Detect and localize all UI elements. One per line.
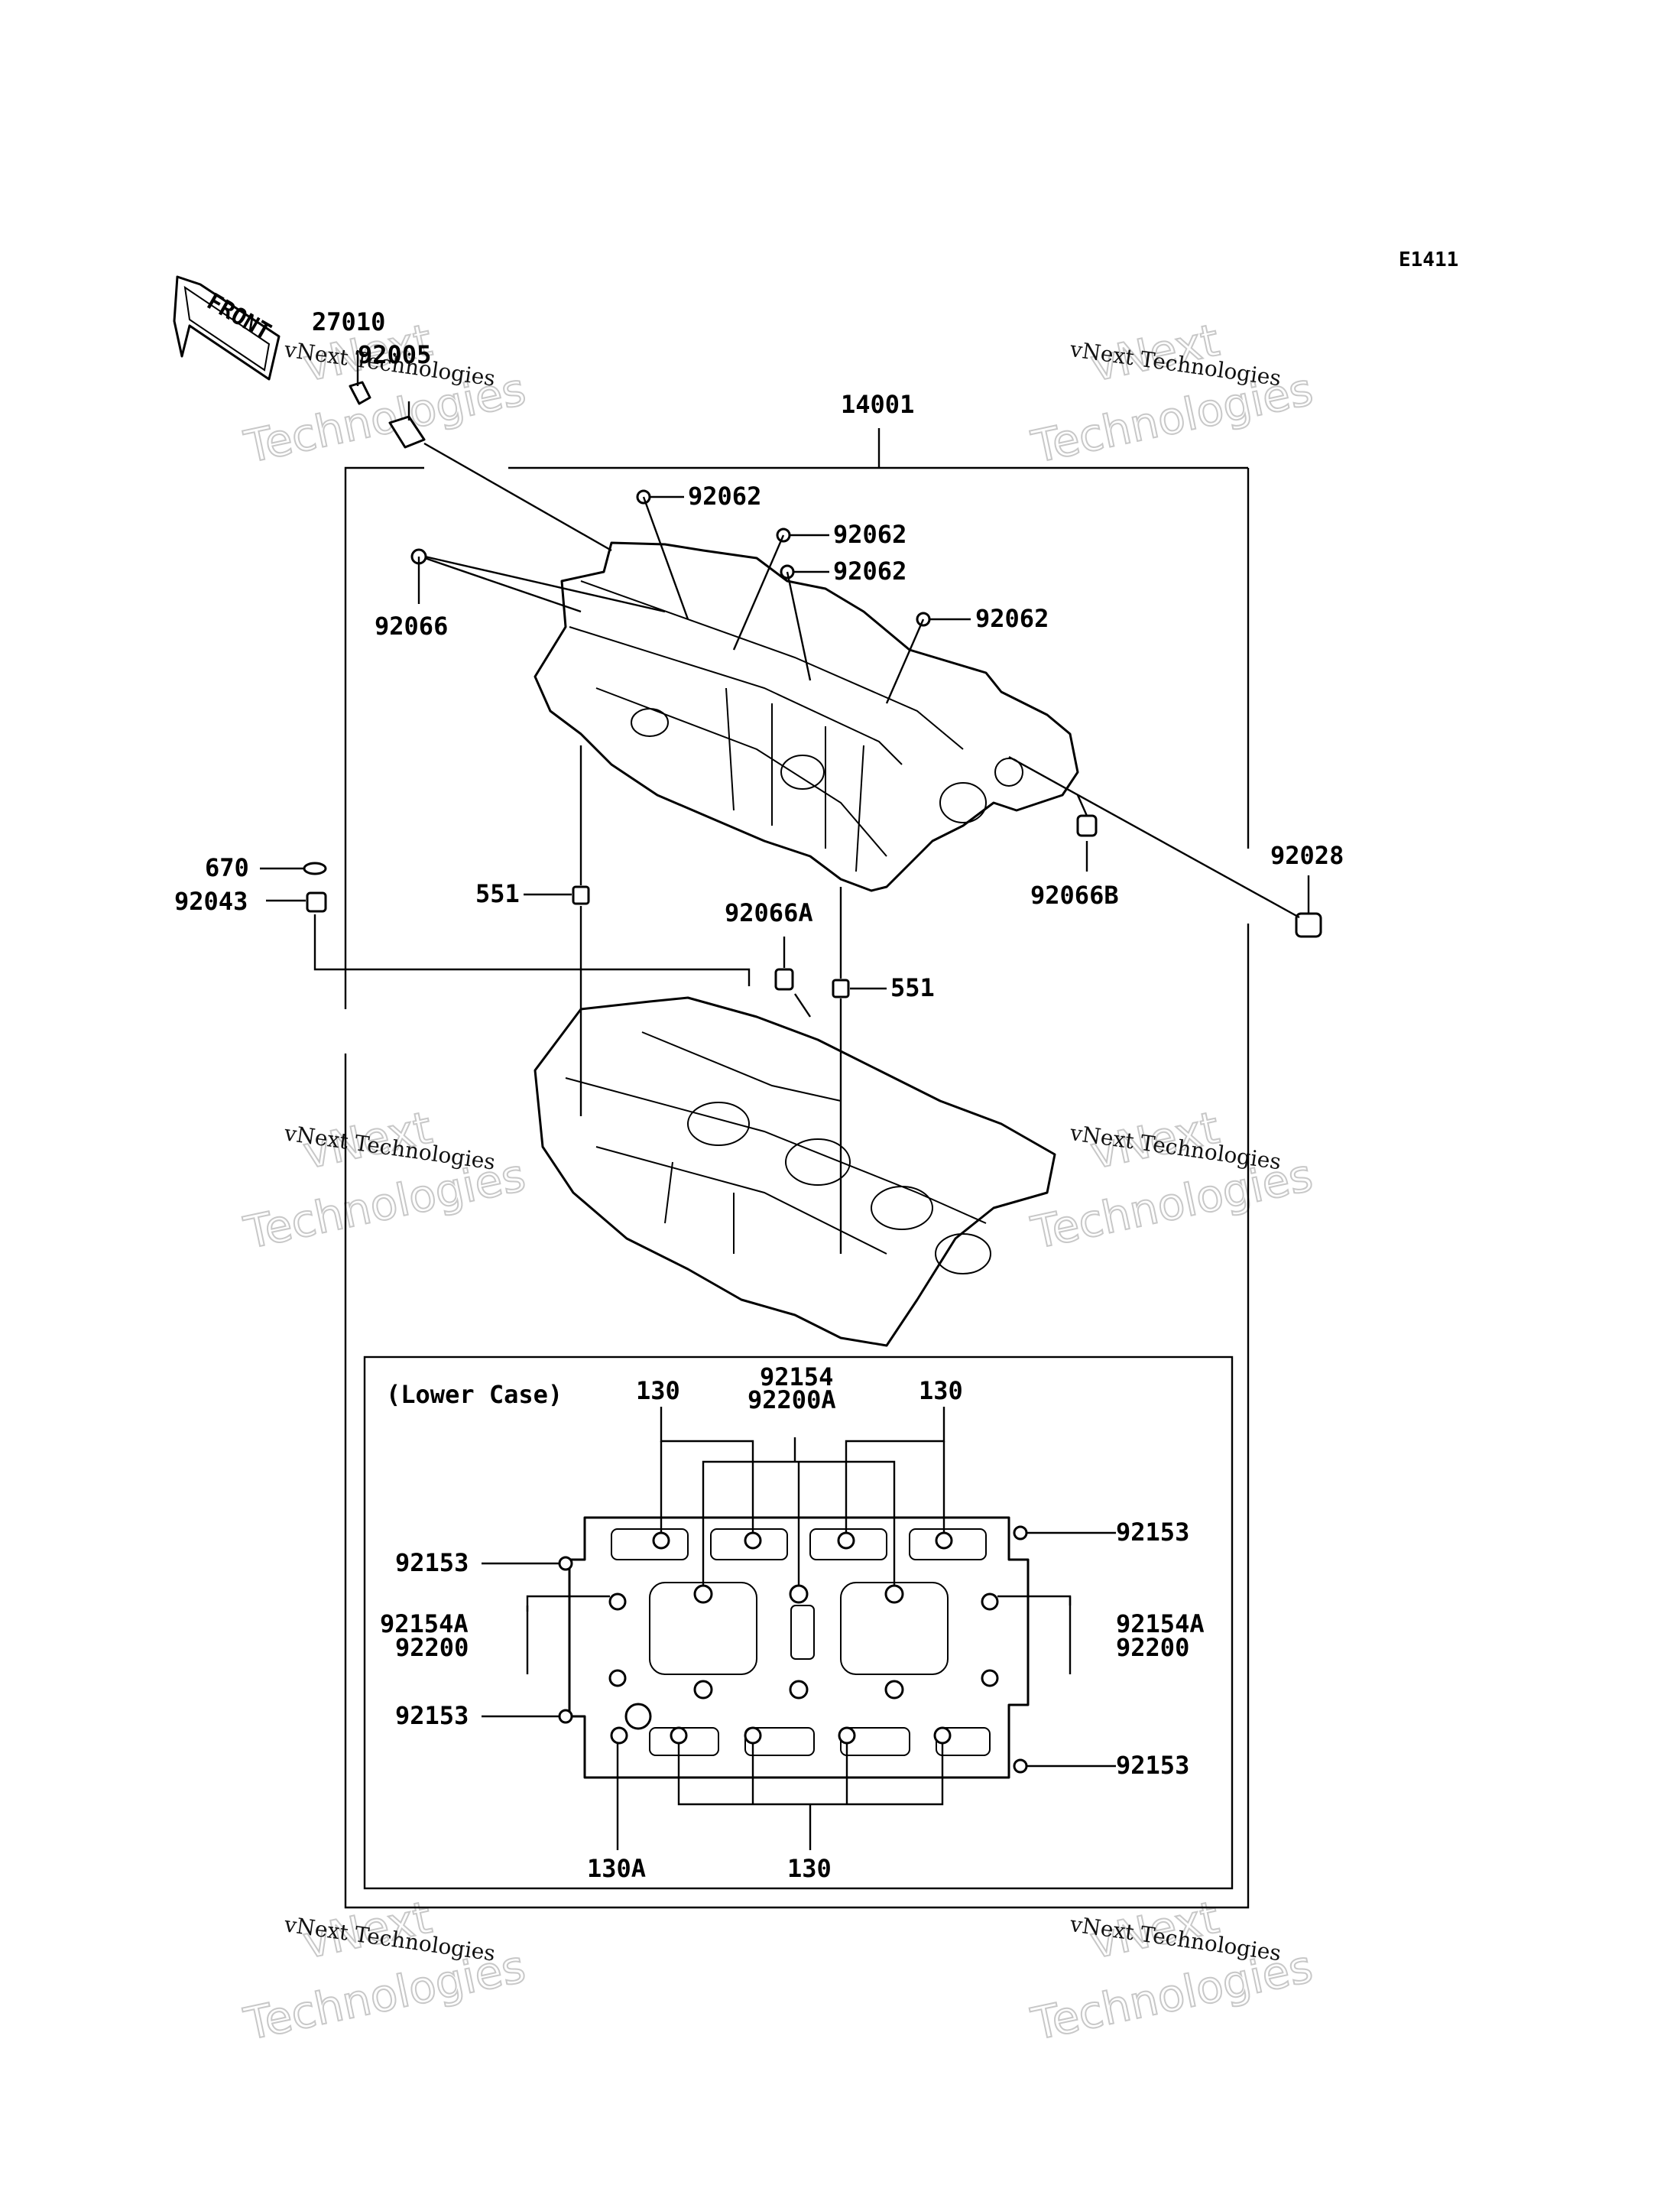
watermark-mid-left: Technologies vNext vNext Technologies	[238, 1101, 530, 1260]
label-92028: 92028	[1270, 841, 1344, 870]
label-lc-92154A-left: 92154A	[380, 1609, 469, 1638]
label-lc-92200-left: 92200	[395, 1633, 469, 1662]
part-551-a-icon	[572, 885, 590, 905]
part-670-icon	[303, 862, 327, 875]
label-lc-92154A-right: 92154A	[1116, 1609, 1205, 1638]
part-92066A-icon	[774, 968, 794, 991]
label-lc-92153-left-top: 92153	[395, 1548, 469, 1577]
upper-crankcase	[534, 541, 1079, 892]
assembly-bracket	[344, 428, 1250, 1909]
diagram-code: E1411	[1399, 248, 1458, 271]
lower-case-leaders	[482, 1407, 1116, 1850]
part-92005-icon	[388, 415, 426, 449]
watermark-top-right: Technologies vNext vNext Technologies	[1026, 313, 1318, 474]
label-670: 670	[205, 853, 249, 882]
label-92066B: 92066B	[1030, 881, 1119, 910]
label-lc-92200-right: 92200	[1116, 1633, 1189, 1662]
front-arrow-icon: FRONT	[173, 275, 281, 381]
label-lc-92200A: 92200A	[748, 1385, 836, 1414]
label-92062-c: 92062	[833, 557, 906, 586]
label-lc-92153-right-bottom: 92153	[1116, 1751, 1189, 1780]
lower-case-inset: (Lower Case)	[363, 1355, 1234, 1890]
label-92062-d: 92062	[975, 604, 1049, 633]
label-92066A: 92066A	[725, 898, 813, 927]
label-92066: 92066	[375, 612, 448, 641]
label-92062-a: 92062	[688, 482, 761, 511]
label-lc-130-bottom: 130	[787, 1854, 832, 1883]
label-lc-92153-right-top: 92153	[1116, 1518, 1189, 1547]
label-92062-b: 92062	[833, 520, 906, 549]
part-92043-icon	[306, 891, 327, 913]
label-lc-130-top-right: 130	[919, 1376, 963, 1405]
watermark-mid-right: Technologies vNext vNext Technologies	[1026, 1101, 1318, 1260]
watermark-top-left: Technologies vNext vNext Technologies	[239, 313, 531, 474]
label-27010: 27010	[312, 307, 385, 336]
lower-case-labels: 130 92154 92200A 130 92153 92154A 92200 …	[380, 1362, 1205, 1883]
label-lc-130-top-left: 130	[636, 1376, 680, 1405]
leader-lines	[260, 350, 1310, 1254]
label-92005: 92005	[358, 340, 431, 369]
lower-crankcase	[534, 996, 1056, 1347]
lower-case-bolts	[558, 1525, 1028, 1774]
label-lc-92154: 92154	[760, 1362, 833, 1391]
label-551-a: 551	[475, 879, 520, 908]
part-551-b-icon	[832, 979, 850, 998]
part-labels: 27010 92005 14001 92062 92062 92062 9206…	[174, 307, 1344, 1002]
label-551-b: 551	[890, 973, 935, 1002]
lower-case-outline	[568, 1516, 1030, 1779]
label-lc-92153-left-bottom: 92153	[395, 1701, 469, 1730]
part-92066B-icon	[1076, 814, 1098, 837]
lower-case-title: (Lower Case)	[386, 1380, 563, 1409]
watermark-bottom-right: Technologies vNext vNext Technologies	[1026, 1891, 1318, 2051]
watermark-bottom-left: Technologies vNext vNext Technologies	[238, 1891, 530, 2051]
part-92028-icon	[1295, 912, 1322, 938]
label-lc-130A: 130A	[587, 1854, 646, 1883]
label-92043: 92043	[174, 887, 248, 916]
label-14001: 14001	[841, 390, 914, 419]
